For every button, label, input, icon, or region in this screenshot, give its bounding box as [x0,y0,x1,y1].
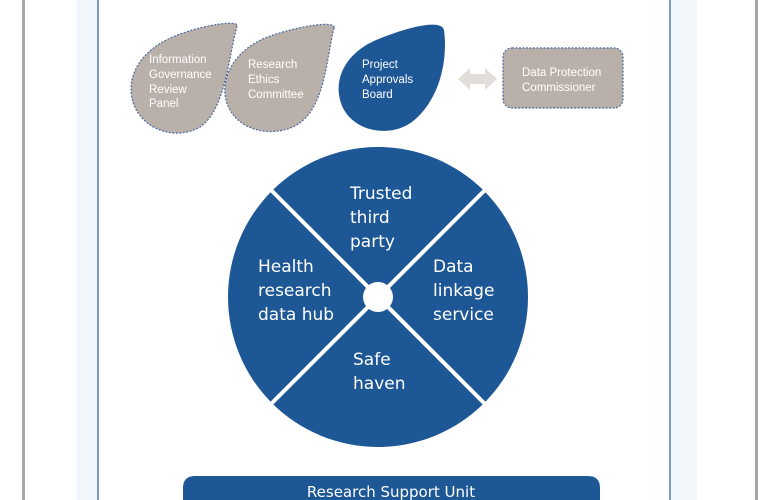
outer-frame [22,0,758,500]
rsu-label: Research Support Unit [307,483,475,500]
segment-health-research-data-hub: Health research data hub [258,257,337,325]
segment-data-linkage-service: Data linkage service [433,257,500,325]
segment-trusted-third-party: Trusted third party [349,184,418,252]
wheel-center-dot [363,282,393,312]
research-ethics-committee: Research Ethics Committee [224,23,335,133]
project-approvals-board: Project Approvals Board [338,24,445,131]
data-protection-commissioner: Data Protection Commissioner [502,47,624,109]
inner-box-border [97,0,671,500]
dpc-label: Data Protection Commissioner [522,67,604,94]
research-support-unit: Research Support Unit [183,476,600,500]
information-governance-review-panel: Information Governance Review Panel [130,22,238,134]
rec-label: Research Ethics Committee [248,59,304,101]
segment-safe-haven: Safe haven [353,350,406,394]
double-arrow-icon [458,68,497,90]
pab-label: Project Approvals Board [362,59,416,101]
ig-panel-label: Information Governance Review Panel [149,54,215,110]
services-wheel: Trusted third party Data linkage service… [228,147,528,447]
